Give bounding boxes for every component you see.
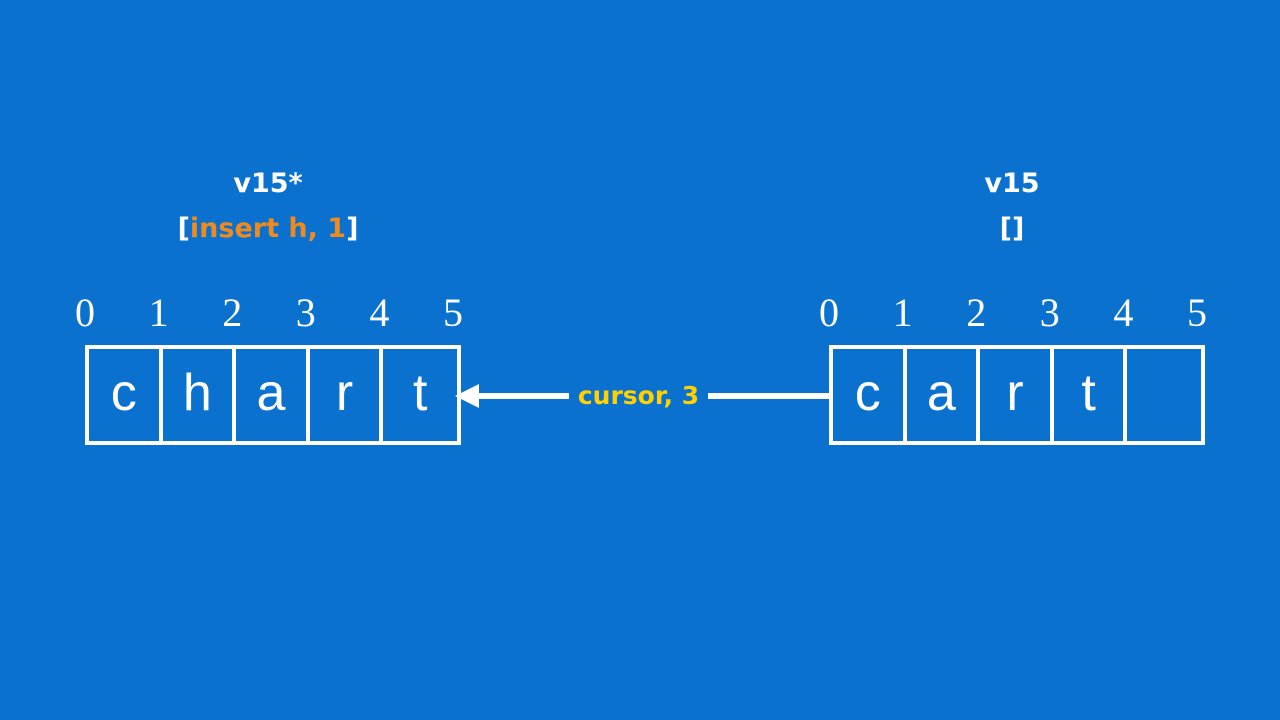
- left-index-1: 1: [148, 290, 169, 335]
- left-index-3: 3: [295, 290, 316, 335]
- right-ops-open-bracket: [: [999, 213, 1012, 244]
- left-index-4: 4: [369, 290, 390, 335]
- left-version-ops: [insert h, 1]: [148, 215, 388, 242]
- right-array: c a r t: [829, 345, 1205, 445]
- right-index-4: 4: [1113, 290, 1134, 335]
- left-array-cell: t: [412, 364, 428, 422]
- right-index-ruler: 0 1 2 3 4 5: [819, 290, 1207, 336]
- right-version-ops: []: [892, 215, 1132, 242]
- right-version-header: v15 []: [892, 170, 1132, 242]
- connector-line-left: [477, 393, 569, 399]
- left-index-0: 0: [75, 290, 95, 335]
- left-version-header: v15* [insert h, 1]: [148, 170, 388, 242]
- left-array-cell: h: [163, 349, 237, 441]
- left-ops-close-bracket: ]: [346, 213, 359, 244]
- left-array: c h a r t: [85, 345, 461, 445]
- right-array-cell: c: [833, 349, 907, 441]
- right-index-2: 2: [966, 290, 987, 335]
- left-version-title: v15*: [233, 168, 303, 199]
- connector-line-right: [708, 393, 831, 399]
- arrow-left-icon: [455, 384, 479, 408]
- right-array-cell: t: [1054, 349, 1128, 441]
- cursor-label: cursor, 3: [577, 381, 700, 410]
- left-index-5: 5: [443, 290, 463, 335]
- right-index-1: 1: [892, 290, 913, 335]
- right-version-title: v15: [984, 168, 1040, 199]
- right-index-3: 3: [1039, 290, 1060, 335]
- right-array-cell: [1127, 349, 1201, 441]
- left-ops-open-bracket: [: [177, 213, 190, 244]
- right-array-cell: a: [907, 349, 981, 441]
- left-array-cell: c: [89, 349, 163, 441]
- right-index-5: 5: [1187, 290, 1207, 335]
- left-index-2: 2: [222, 290, 243, 335]
- left-array-cell: a: [236, 349, 310, 441]
- right-index-0: 0: [819, 290, 839, 335]
- right-ops-close-bracket: ]: [1012, 213, 1025, 244]
- right-array-cell: r: [980, 349, 1054, 441]
- cursor-connector: cursor, 3: [455, 378, 831, 414]
- left-ops-text: insert h, 1: [189, 213, 347, 244]
- left-index-ruler: 0 1 2 3 4 5: [75, 290, 463, 336]
- left-array-cell: r: [310, 349, 384, 441]
